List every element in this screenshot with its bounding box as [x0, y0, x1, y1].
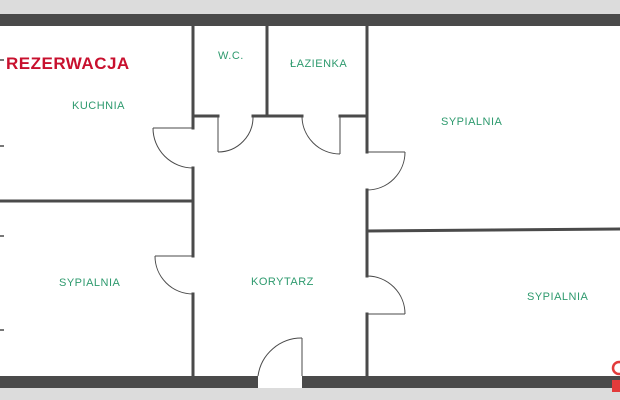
doors [152, 115, 406, 377]
room-label-wc: W.C. [218, 50, 244, 62]
door-wc [217, 115, 254, 153]
room-label-corridor: KORYTARZ [251, 276, 314, 288]
reservation-stamp: REZERWACJA [6, 54, 130, 73]
interior-walls [0, 24, 620, 378]
door-bedroom-top-right [366, 151, 406, 191]
room-label-bathroom: ŁAZIENKA [290, 58, 348, 70]
wall-right-bedrooms [365, 227, 620, 233]
room-label-bedroom-bottom-right: SYPIALNIA [527, 291, 589, 303]
door-bathroom [301, 115, 341, 155]
room-label-bedroom-left: SYPIALNIA [59, 277, 121, 289]
door-bedroom-left [154, 255, 194, 295]
exterior-wall-bottom-right [302, 376, 620, 388]
exterior-wall-top [0, 14, 620, 26]
agency-logo-icon [610, 360, 620, 396]
room-label-kitchen: KUCHNIA [72, 100, 126, 112]
outer-band-bottom [0, 388, 620, 400]
door-entrance [257, 337, 303, 377]
door-bedroom-bottom-right [366, 275, 406, 315]
room-label-bedroom-top-right: SYPIALNIA [441, 116, 503, 128]
exterior-wall-bottom-left [0, 376, 258, 388]
window-ticks [0, 59, 4, 331]
door-kitchen [152, 127, 194, 169]
outer-band-top [0, 0, 620, 14]
